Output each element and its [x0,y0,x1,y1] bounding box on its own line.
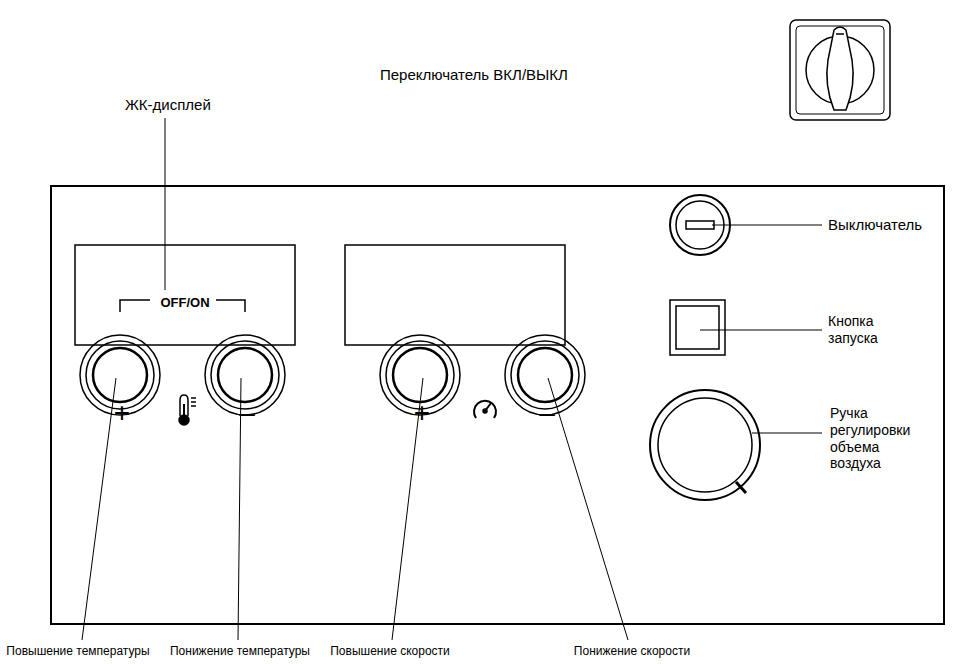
breaker-label: Выключатель [828,216,922,234]
off-on-label: OFF/ON [158,296,211,309]
leader-lines [82,118,822,640]
switch-handle-mark [836,33,844,35]
knob-label: Ручка регулировки объема воздуха [830,405,925,472]
speed-gauge-icon [474,401,496,418]
switch-housing [790,20,890,120]
lcd-display [75,245,295,345]
thermometer-icon [179,395,196,425]
air-volume-knob [650,390,760,500]
start-button-inner [676,306,719,349]
control-panel: OFF/ON + – + – [50,185,945,625]
minus-sign: – [239,399,255,427]
minus-sign: – [539,399,555,427]
speed-down-label: Понижение скорости [574,644,690,658]
lcd-label: ЖК-дисплей [125,96,211,114]
switch-housing-inner [796,26,884,114]
push-buttons [80,335,585,415]
plus-sign: + [414,399,430,427]
speed-up-label: Повышение скорости [330,644,450,658]
start-button-label: Кнопка запуска [828,313,908,347]
switch-label: Переключатель ВКЛ/ВЫКЛ [380,66,568,84]
lcd-display [345,245,565,345]
plus-sign: + [114,399,130,427]
start-button [670,300,725,355]
temp-up-label: Повышение температуры [6,644,149,658]
temp-down-label: Понижение температуры [170,644,310,658]
switch-handle [827,27,853,110]
